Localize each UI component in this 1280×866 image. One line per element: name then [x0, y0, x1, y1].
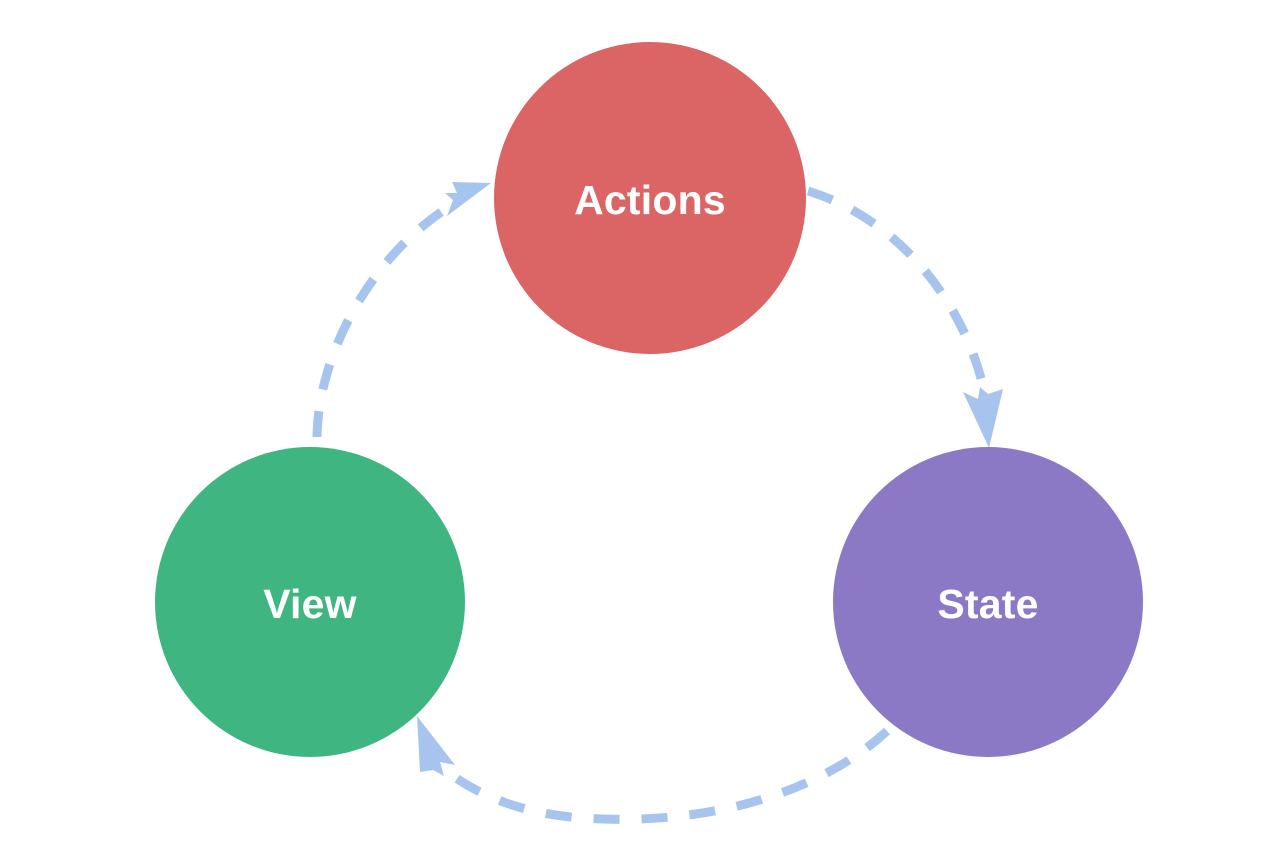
node-state[interactable]: State — [833, 447, 1143, 757]
node-view[interactable]: View — [155, 447, 465, 757]
edge-state-to-view-path — [447, 727, 891, 824]
node-view-label: View — [263, 581, 357, 627]
edge-actions-to-state-arrowhead — [963, 387, 1003, 448]
edge-view-to-actions — [312, 182, 491, 438]
node-actions[interactable]: Actions — [494, 42, 806, 354]
edge-actions-to-state-path — [806, 186, 987, 384]
edge-state-to-view-arrowhead — [417, 716, 455, 776]
edge-state-to-view — [417, 716, 891, 824]
edge-view-to-actions-arrowhead — [445, 182, 491, 216]
node-state-label: State — [937, 581, 1038, 627]
edge-view-to-actions-path — [312, 204, 450, 438]
node-state-circle[interactable] — [833, 447, 1143, 757]
node-actions-label: Actions — [574, 177, 726, 223]
edge-actions-to-state — [806, 186, 1003, 448]
node-view-circle[interactable] — [155, 447, 465, 757]
node-actions-circle[interactable] — [494, 42, 806, 354]
